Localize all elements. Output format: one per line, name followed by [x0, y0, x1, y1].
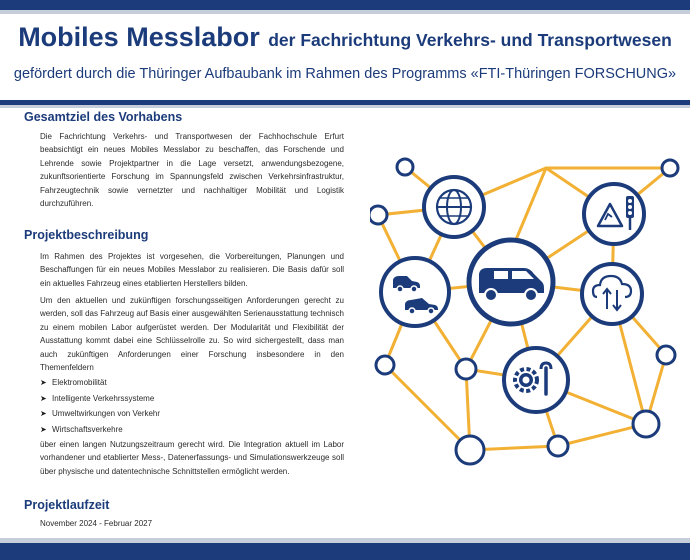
bottom-band-light [0, 538, 690, 543]
header-rule-light [0, 105, 690, 108]
duration-dates: November 2024 - Februar 2027 [40, 519, 153, 528]
traffic-sign-icon [582, 182, 646, 246]
bottom-band [0, 543, 690, 560]
list-item: ➤Intelligente Verkehrssysteme [40, 391, 344, 407]
description-text-2: Um den aktuellen und zukünftigen forschu… [40, 296, 344, 373]
chevron-right-icon: ➤ [40, 424, 47, 434]
page-title: Mobiles Messlabor der Fachrichtung Verke… [0, 22, 690, 53]
cloud-transfer-icon [580, 262, 644, 326]
chevron-right-icon: ➤ [40, 378, 47, 387]
globe-icon [422, 175, 486, 239]
chevron-right-icon: ➤ [40, 393, 47, 403]
header: Mobiles Messlabor der Fachrichtung Verke… [0, 14, 690, 100]
network-node [546, 434, 570, 458]
van-icon [466, 237, 556, 327]
top-band [0, 0, 690, 10]
goal-heading: Gesamtziel des Vorhabens [24, 110, 183, 124]
header-rule [0, 100, 690, 105]
top-band-light [0, 10, 690, 14]
title-main: Mobiles Messlabor [18, 22, 260, 52]
network-node [370, 204, 389, 226]
network-node [660, 158, 680, 178]
description-heading: Projektbeschreibung [24, 228, 149, 242]
network-illustration [370, 157, 680, 466]
page-subtitle: gefördert durch die Thüringer Aufbaubank… [13, 66, 677, 82]
gear-wrench-icon [502, 346, 570, 414]
network-node [655, 344, 677, 366]
title-sub: der Fachrichtung Verkehrs- und Transport… [268, 30, 672, 50]
description-text-3: über einen langen Nutzungszeitraum gerec… [40, 440, 344, 476]
topic-list: ➤Elektromobilität ➤Intelligente Verkehrs… [40, 375, 344, 437]
cars-icon [379, 256, 451, 328]
chevron-right-icon: ➤ [40, 409, 47, 418]
network-node [395, 157, 415, 177]
network-node [631, 409, 661, 439]
description-text-1: Im Rahmen des Projektes ist vorgesehen, … [40, 252, 344, 288]
list-item: ➤Umweltwirkungen von Verkehr [40, 406, 344, 422]
goal-text: Die Fachrichtung Verkehrs- und Transport… [40, 132, 344, 209]
network-node [454, 434, 486, 466]
duration-heading: Projektlaufzeit [24, 498, 110, 512]
list-item: ➤Elektromobilität [40, 375, 344, 391]
list-item: ➤Wirtschaftsverkehre [40, 422, 344, 438]
network-node [454, 357, 478, 381]
network-node [374, 354, 396, 376]
